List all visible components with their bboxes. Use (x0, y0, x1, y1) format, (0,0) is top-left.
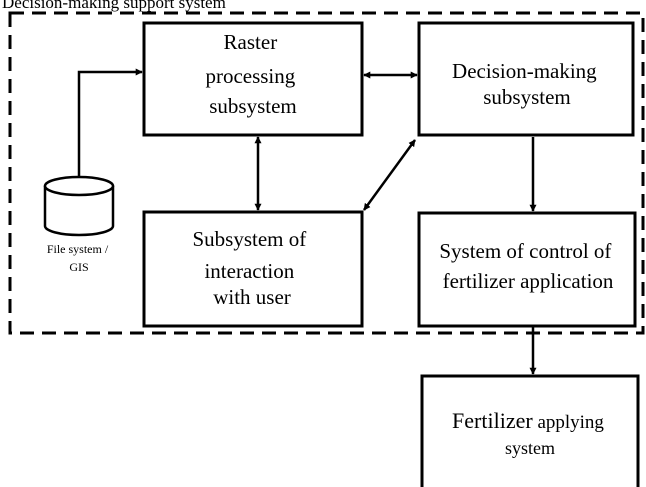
interaction-box-label: Subsystem of interaction with user (192, 227, 311, 309)
interaction-label-line-3: with user (213, 285, 291, 309)
fertilizer-label-line-2: system (505, 438, 555, 458)
control-box (417, 211, 637, 328)
fertilizer-label-line-1: Fertilizer applying (452, 408, 604, 433)
interaction-label-line-1: Subsystem of (192, 227, 306, 251)
database-cylinder-icon (43, 175, 115, 237)
raster-label-line-2: processing (205, 64, 295, 88)
decision-support-frame (8, 11, 645, 335)
raster-processing-box (142, 21, 364, 137)
storage-to-raster-arrow (77, 68, 143, 177)
interaction-label-line-2: interaction (204, 259, 294, 283)
interaction-decision-arrow (362, 139, 417, 211)
fertilizer-box-label: Fertilizer applying system (452, 408, 608, 458)
storage-label-line-1: File system / (47, 242, 109, 256)
decision-label-line-1: Decision-making (452, 59, 597, 83)
storage-label-line-2: GIS (69, 260, 88, 274)
raster-label-line-3: subsystem (209, 94, 297, 118)
decision-making-box (417, 21, 635, 137)
control-label-line-1: System of control of (439, 239, 611, 263)
system-caption: Decision-making support system (2, 0, 226, 12)
control-label-line-2: fertilizer application (443, 269, 614, 293)
raster-label-line-1: Raster (224, 30, 278, 54)
decision-box-label: Decision-making subsystem (452, 59, 602, 109)
fertilizer-word-2: applying (537, 412, 604, 433)
interaction-box (142, 210, 364, 328)
fertilizer-word-1: Fertilizer (452, 408, 533, 433)
fertilizer-applying-box (420, 374, 640, 487)
raster-box-label: Raster processing subsystem (205, 30, 300, 118)
storage-label: File system / GIS (47, 242, 111, 274)
control-box-label: System of control of fertilizer applicat… (439, 239, 616, 293)
decision-label-line-2: subsystem (483, 85, 571, 109)
